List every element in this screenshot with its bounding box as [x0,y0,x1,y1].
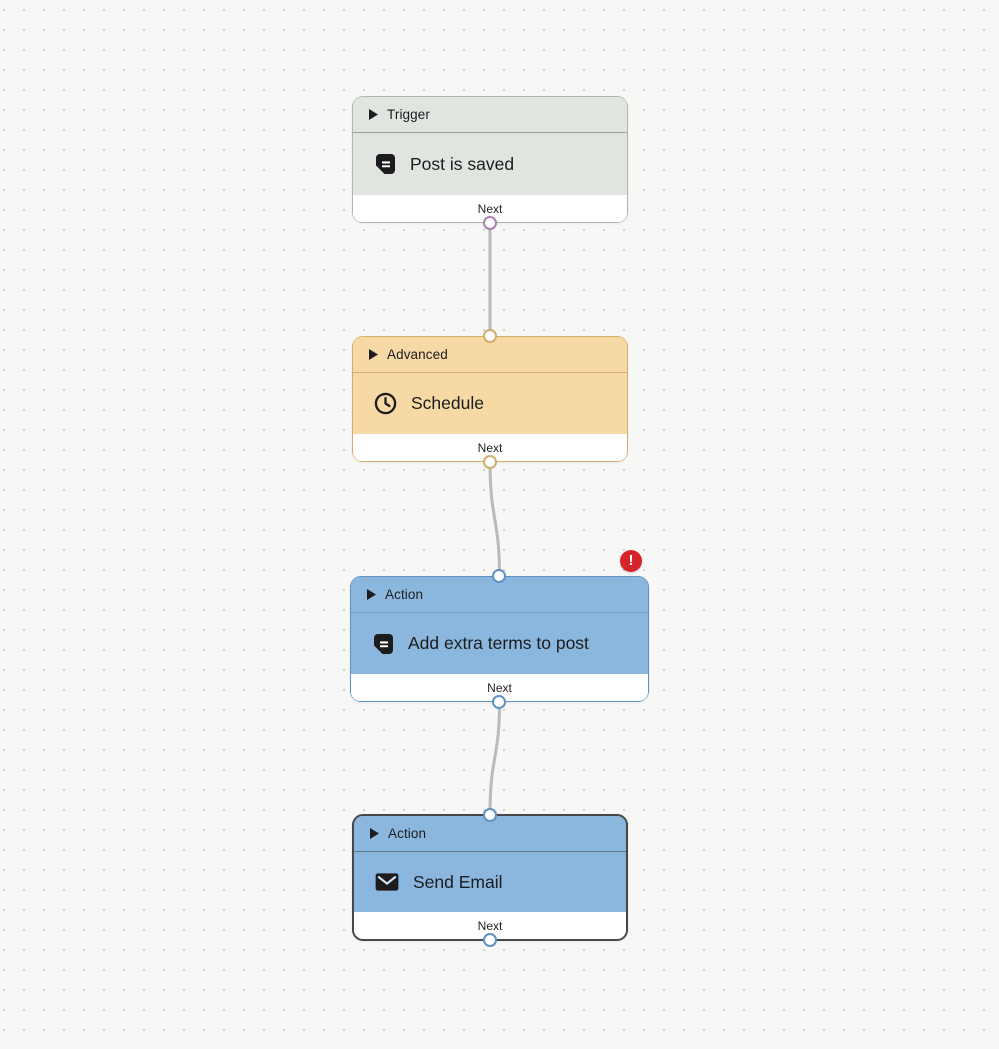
next-label: Next [477,440,503,455]
input-port[interactable] [482,329,497,343]
output-port[interactable] [482,216,497,230]
node-title: Post is saved [410,153,515,174]
node-header[interactable]: Trigger [353,97,627,133]
collapse-toggle-icon[interactable] [367,589,376,600]
node-advanced-schedule[interactable]: Advanced Schedule Next ! [352,329,628,469]
node-body[interactable]: Post is saved [353,133,627,195]
node-action-add-extra-terms[interactable]: Action Add extra terms to post Next ! [350,550,649,709]
node-title: Add extra terms to post [408,633,589,653]
node-category-label: Trigger [387,107,430,122]
node-category-label: Advanced [387,347,448,362]
next-label: Next [477,201,503,216]
node-header[interactable]: Action [354,816,626,852]
connection-line[interactable] [488,700,501,816]
clock-icon [373,391,398,416]
node-category-label: Action [388,826,427,841]
node-title: Send Email [413,871,503,892]
node-body[interactable]: Send Email [354,852,626,912]
collapse-toggle-icon[interactable] [369,349,378,360]
output-port[interactable] [492,695,506,709]
document-icon [373,152,397,176]
node-body[interactable]: Schedule [353,373,627,434]
mail-icon [374,870,400,894]
next-label: Next [487,680,512,695]
node-header[interactable]: Advanced [353,337,627,373]
document-icon [371,632,395,656]
node-category-label: Action [385,587,424,602]
node-body[interactable]: Add extra terms to post [351,613,648,674]
collapse-toggle-icon[interactable] [370,828,379,839]
collapse-toggle-icon[interactable] [369,109,378,120]
input-port[interactable] [482,808,497,822]
node-trigger-post-is-saved[interactable]: Trigger Post is saved Next ! [352,96,628,230]
output-port[interactable] [482,455,497,469]
next-label: Next [477,918,503,933]
node-header[interactable]: Action [351,577,648,613]
connection-line[interactable] [488,460,501,578]
output-port[interactable] [482,933,497,947]
input-port[interactable] [492,569,506,583]
error-badge-icon[interactable]: ! [620,550,642,572]
node-action-send-email[interactable]: Action Send Email Next ! [352,808,628,947]
node-title: Schedule [411,393,484,413]
